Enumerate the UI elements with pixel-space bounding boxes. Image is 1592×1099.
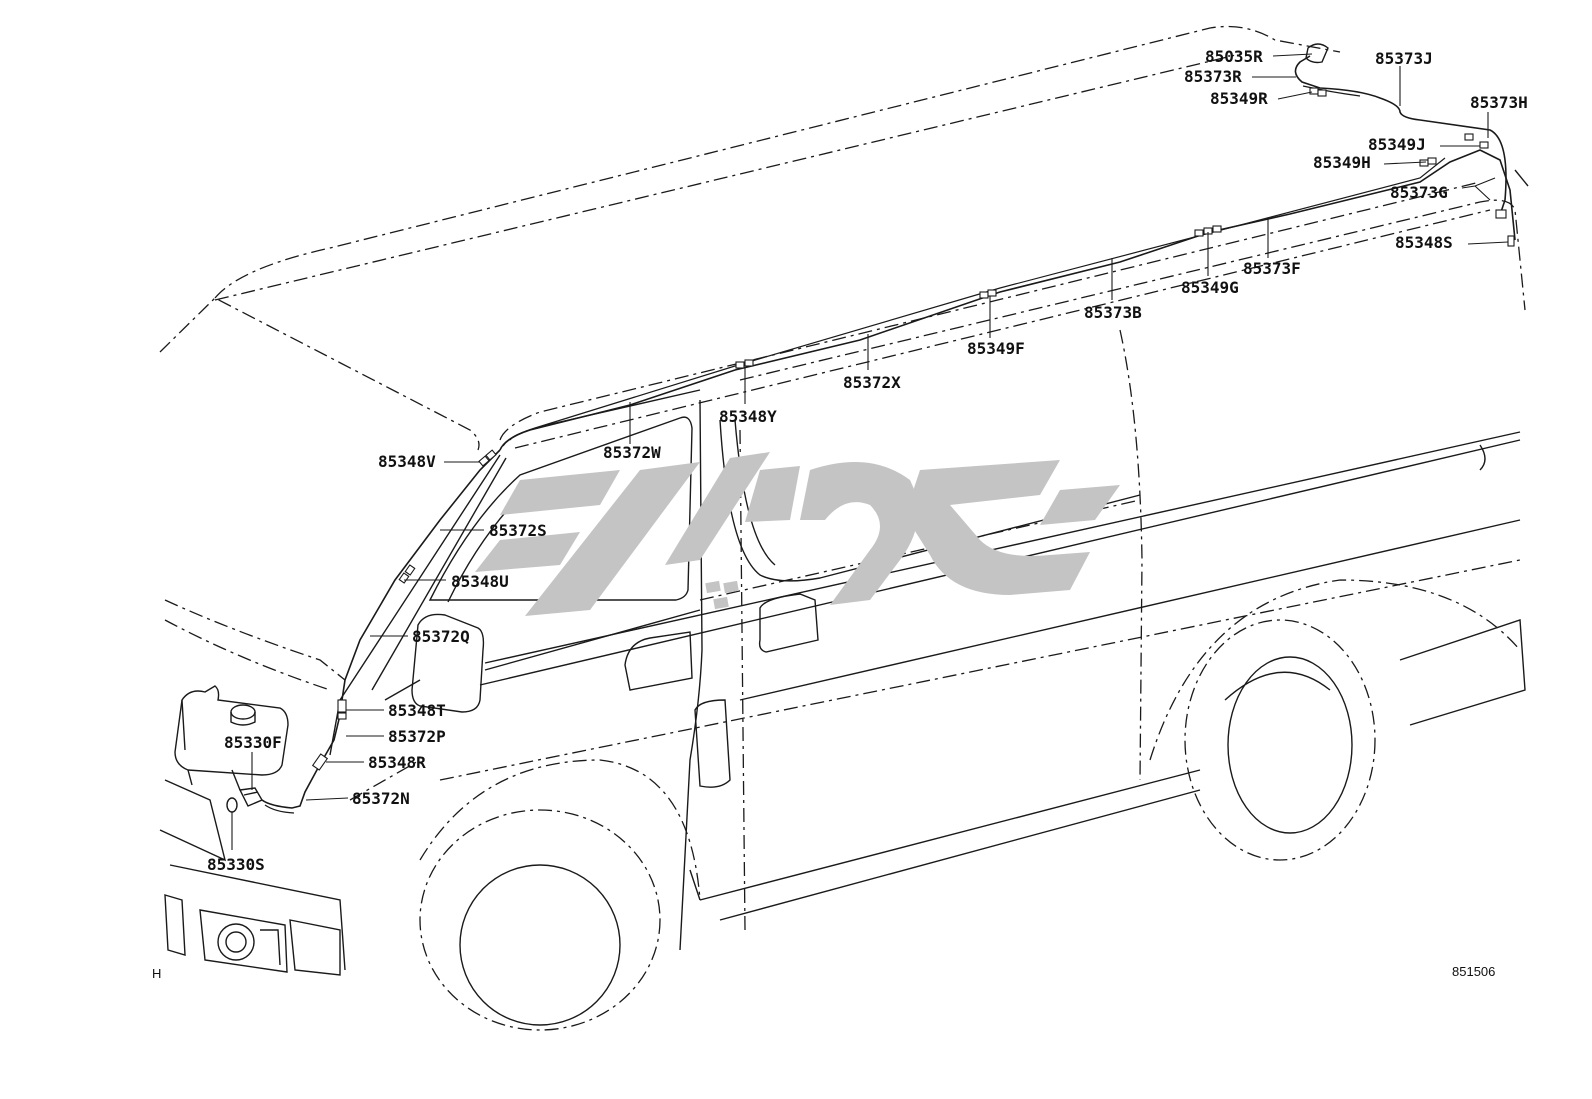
- figure-number: 851506: [1452, 964, 1495, 979]
- part-label-85372N: 85372N: [352, 789, 410, 808]
- part-label-85372S: 85372S: [489, 521, 547, 540]
- leader-lines: [231, 53, 1509, 850]
- rear-washer-nozzle: [1305, 43, 1329, 64]
- part-label-85373H: 85373H: [1470, 93, 1528, 112]
- part-label-85373B: 85373B: [1084, 303, 1142, 322]
- van-body-outline: [159, 25, 1529, 1031]
- part-label-85348S: 85348S: [1395, 233, 1453, 252]
- part-label-85035R: 85035R: [1205, 47, 1263, 66]
- part-label-85372W: 85372W: [603, 443, 661, 462]
- part-label-85372Q: 85372Q: [412, 627, 470, 646]
- part-label-85349J: 85349J: [1368, 135, 1426, 154]
- part-label-85372X: 85372X: [843, 373, 901, 392]
- part-label-85330F: 85330F: [224, 733, 282, 752]
- part-label-85348R: 85348R: [368, 753, 426, 772]
- part-labels: 85035R 85373J 85373R 85349R 85373H 85349…: [207, 47, 1528, 874]
- part-label-85349H: 85349H: [1313, 153, 1371, 172]
- part-label-85348Y: 85348Y: [719, 407, 777, 426]
- part-label-85373G: 85373G: [1390, 183, 1448, 202]
- part-label-85349F: 85349F: [967, 339, 1025, 358]
- part-label-85348U: 85348U: [451, 572, 509, 591]
- part-label-85372P: 85372P: [388, 727, 446, 746]
- watermark-logo: [475, 452, 1120, 616]
- part-label-85373F: 85373F: [1243, 259, 1301, 278]
- washer-tank: [174, 685, 289, 813]
- hose-joints: [311, 87, 1515, 771]
- washer-pump: [238, 787, 264, 807]
- part-label-85348T: 85348T: [388, 701, 446, 720]
- washer-hose-route: [261, 43, 1516, 814]
- part-label-85330S: 85330S: [207, 855, 265, 874]
- part-label-85348V: 85348V: [378, 452, 436, 471]
- corner-code: H: [152, 966, 161, 981]
- part-label-85373R: 85373R: [1184, 67, 1242, 86]
- part-label-85349R: 85349R: [1210, 89, 1268, 108]
- part-label-85373J: 85373J: [1375, 49, 1433, 68]
- part-label-85349G: 85349G: [1181, 278, 1239, 297]
